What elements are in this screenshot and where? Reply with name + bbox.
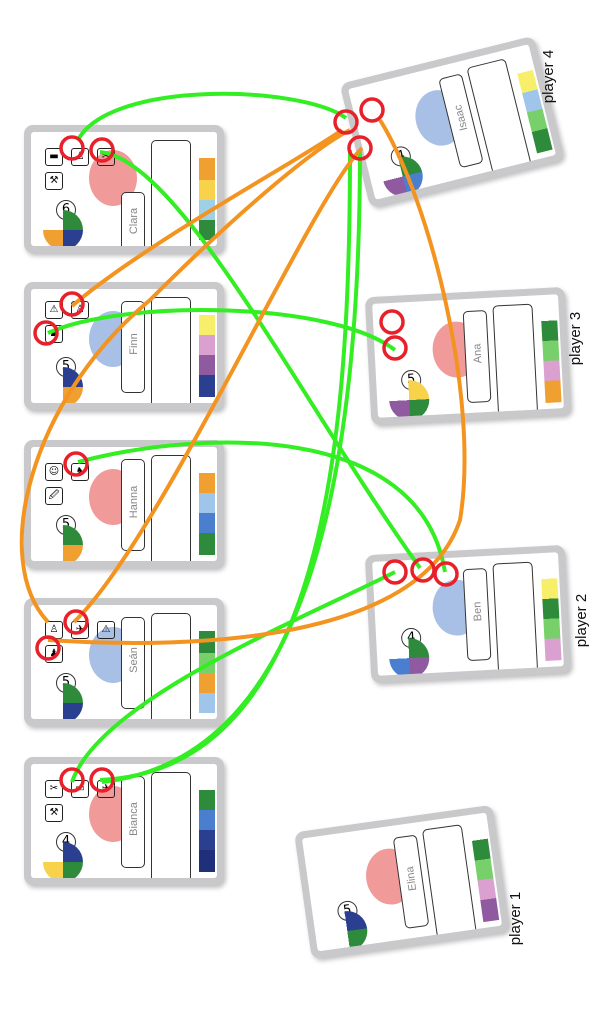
skill-icon: ✈ bbox=[71, 621, 89, 639]
card-face: 5 Hanna 🖉 ☺ ♞ bbox=[31, 447, 217, 561]
skill-icon: ⚠ bbox=[97, 621, 115, 639]
green-link bbox=[99, 150, 422, 570]
highlight-ring bbox=[89, 137, 115, 163]
name-box: Bianca bbox=[121, 776, 145, 868]
highlight-ring bbox=[379, 309, 405, 335]
highlight-ring bbox=[382, 335, 408, 361]
card-face: 5 Seán ♟ ♙ ✈ ⚠ bbox=[31, 605, 217, 719]
orange-link bbox=[47, 118, 467, 645]
chevron-stripes bbox=[199, 772, 215, 872]
card-clara[interactable]: 6 Clara ⚒ ▬ ♙ ✂ bbox=[24, 125, 224, 253]
green-link bbox=[70, 570, 396, 783]
skill-icon: ⚒ bbox=[45, 172, 63, 190]
card-hanna[interactable]: 5 Hanna 🖉 ☺ ♞ bbox=[24, 440, 224, 568]
highlight-ring bbox=[347, 135, 373, 161]
highlight-ring bbox=[433, 561, 459, 587]
highlight-ring bbox=[63, 451, 89, 477]
highlight-ring bbox=[59, 291, 85, 317]
chevron-stripes bbox=[199, 455, 215, 555]
highlight-ring bbox=[333, 109, 359, 135]
card-face: 4 Bianca ⚒ ✂ ▭ ✈ bbox=[31, 764, 217, 878]
name-box: Clara bbox=[121, 192, 145, 246]
color-wheel bbox=[43, 842, 83, 878]
card-bianca[interactable]: 4 Bianca ⚒ ✂ ▭ ✈ bbox=[24, 757, 224, 885]
skill-icon: ♟ bbox=[45, 645, 63, 663]
skill-icon: 🖉 bbox=[45, 487, 63, 505]
highlight-ring bbox=[359, 97, 385, 123]
name-box: Seán bbox=[121, 617, 145, 709]
green-link bbox=[101, 149, 362, 784]
highlight-ring bbox=[59, 135, 85, 161]
orange-link bbox=[70, 128, 344, 308]
green-link bbox=[99, 149, 352, 782]
highlight-ring bbox=[59, 767, 85, 793]
skill-icon: ✂ bbox=[45, 780, 63, 798]
description-box bbox=[151, 297, 191, 403]
highlight-ring bbox=[89, 767, 115, 793]
orange-link bbox=[19, 128, 351, 624]
card-sean[interactable]: 5 Seán ♟ ♙ ✈ ⚠ bbox=[24, 598, 224, 726]
green-link bbox=[77, 440, 447, 573]
highlight-ring bbox=[382, 559, 408, 585]
description-box bbox=[151, 772, 191, 878]
color-wheel bbox=[43, 525, 83, 561]
highlight-ring bbox=[410, 557, 436, 583]
skill-icon: ⚒ bbox=[45, 804, 63, 822]
orange-link bbox=[72, 146, 364, 624]
description-box bbox=[151, 613, 191, 719]
skill-icon: ▬ bbox=[45, 148, 63, 166]
highlight-ring bbox=[33, 320, 59, 346]
chevron-stripes bbox=[199, 297, 215, 397]
green-link bbox=[47, 308, 397, 352]
highlight-ring bbox=[35, 635, 61, 661]
color-wheel bbox=[43, 683, 83, 719]
color-wheel bbox=[43, 210, 83, 246]
skill-icon: ☺ bbox=[45, 463, 63, 481]
green-link bbox=[76, 91, 348, 141]
highlight-ring bbox=[63, 609, 89, 635]
